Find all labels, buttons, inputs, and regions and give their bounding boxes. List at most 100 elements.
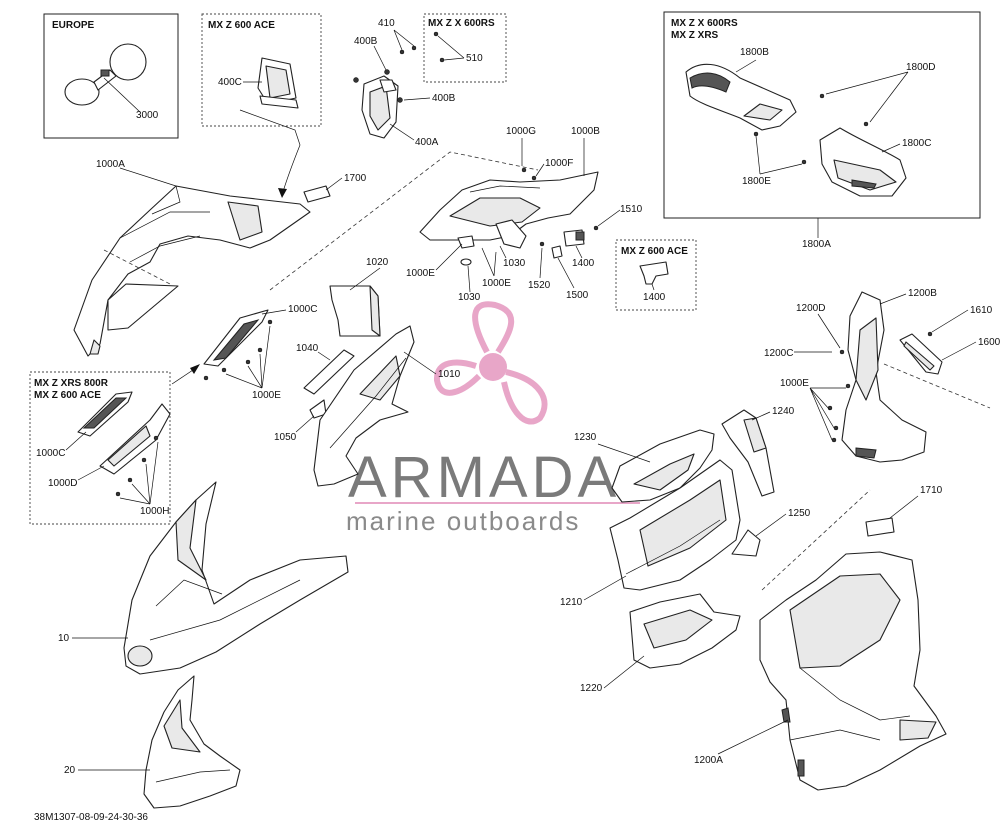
part-1000A-dash-panel (73, 185, 311, 357)
label-1800D: 1800D (906, 62, 935, 73)
label-1000A: 1000A (96, 159, 125, 170)
label-1000C-b: 1000C (36, 448, 65, 459)
label-1800A: 1800A (802, 239, 831, 250)
label-400B-a: 400B (354, 36, 378, 47)
part-1030-clip-a (460, 258, 472, 266)
label-1230: 1230 (574, 432, 597, 443)
label-1000H: 1000H (140, 506, 169, 517)
box-xrs800r-title-1: MX Z XRS 800R (34, 378, 109, 389)
label-400C: 400C (218, 77, 242, 88)
part-1200A-side-body (759, 551, 947, 791)
label-1500: 1500 (566, 290, 589, 301)
part-1500-clip (551, 245, 563, 259)
label-1400-a: 1400 (572, 258, 595, 269)
box-mxz600ace-right: MX Z 600 ACE 1400 (615, 239, 697, 311)
box-handguards-title-1: MX Z X 600RS (671, 18, 738, 29)
part-400C-bracket (257, 57, 299, 109)
box-mxz600ace-top-title: MX Z 600 ACE (208, 20, 275, 31)
label-1000E-mid: 1000E (406, 268, 435, 279)
label-1200B: 1200B (908, 288, 937, 299)
label-1020: 1020 (366, 257, 389, 268)
box-mzx600rs: MX Z X 600RS 510 (423, 13, 507, 83)
label-10: 10 (58, 633, 70, 644)
propeller-logo-icon (434, 301, 548, 425)
label-410: 410 (378, 18, 395, 29)
label-1000F: 1000F (545, 158, 573, 169)
part-1600-bracket (899, 333, 943, 375)
label-1000E-mid2: 1000E (482, 278, 511, 289)
label-1800B: 1800B (740, 47, 769, 58)
box-xrs800r: MX Z XRS 800R MX Z 600 ACE 1000C 1000D 1… (29, 371, 171, 525)
watermark-brand: ARMADA (348, 445, 620, 510)
box-handguards-title-2: MX Z XRS (671, 30, 719, 41)
arrow-400C (239, 109, 301, 196)
label-1000C-a: 1000C (288, 304, 317, 315)
part-1200B-support (841, 291, 927, 463)
label-20: 20 (64, 765, 76, 776)
label-3000: 3000 (136, 110, 159, 121)
box-mxz600ace-right-title: MX Z 600 ACE (621, 246, 688, 257)
part-1700-clip (303, 185, 331, 203)
label-1000E-right: 1000E (780, 378, 809, 389)
label-1200C: 1200C (764, 348, 793, 359)
part-1400-connector (563, 229, 585, 247)
label-1030-b: 1030 (503, 258, 526, 269)
label-1000B: 1000B (571, 126, 600, 137)
watermark-tagline: marine outboards (346, 506, 580, 536)
label-1000G: 1000G (506, 126, 536, 137)
label-1000E-left: 1000E (252, 390, 281, 401)
label-1210: 1210 (560, 597, 583, 608)
part-20-nose (143, 675, 241, 809)
box-handguards: MX Z X 600RS MX Z XRS 1800B 1800D 1800C … (663, 11, 981, 219)
label-400A: 400A (415, 137, 439, 148)
box-mxz600ace-top: MX Z 600 ACE 400C (201, 13, 322, 127)
label-1010: 1010 (438, 369, 461, 380)
part-1000C-vent (203, 309, 269, 367)
part-400A-bracket (361, 75, 399, 139)
part-1800B-handguard (685, 63, 797, 131)
label-1510: 1510 (620, 204, 643, 215)
label-1200D: 1200D (796, 303, 825, 314)
armada-watermark: ARMADA marine outboards (346, 301, 640, 536)
label-1030-a: 1030 (458, 292, 481, 303)
label-400B-b: 400B (432, 93, 456, 104)
label-1800E: 1800E (742, 176, 771, 187)
label-1400-b: 1400 (643, 292, 666, 303)
label-1220: 1220 (580, 683, 603, 694)
box-xrs800r-title-2: MX Z 600 ACE (34, 390, 101, 401)
part-1800C-handguard (819, 127, 907, 197)
part-1010-side-panel (313, 325, 415, 487)
label-1200A: 1200A (694, 755, 723, 766)
label-1520: 1520 (528, 280, 551, 291)
label-1040: 1040 (296, 343, 319, 354)
part-1250-cap (731, 529, 761, 557)
label-1700: 1700 (344, 173, 367, 184)
part-1230-panel (611, 429, 715, 503)
label-1050: 1050 (274, 432, 297, 443)
label-1250: 1250 (788, 508, 811, 519)
label-1000D: 1000D (48, 478, 77, 489)
part-1240-trim (721, 409, 775, 497)
part-1000B-console (419, 171, 599, 249)
label-510: 510 (466, 53, 483, 64)
box-europe-title: EUROPE (52, 20, 95, 31)
part-1020-panel (329, 285, 381, 337)
label-1610: 1610 (970, 305, 993, 316)
part-1400-connector-b (639, 261, 669, 285)
part-1710-clip (865, 517, 895, 537)
label-1240: 1240 (772, 406, 795, 417)
part-10-hood (123, 481, 349, 675)
label-1600: 1600 (978, 337, 1000, 348)
label-1710: 1710 (920, 485, 943, 496)
part-1220-lower-panel (629, 593, 741, 669)
part-1210-side-panel (609, 459, 741, 591)
box-europe: EUROPE 3000 (43, 13, 179, 139)
label-1800C: 1800C (902, 138, 931, 149)
part-1040-trim (303, 349, 355, 395)
part-1000C-vent-b (77, 391, 133, 437)
box-mzx600rs-title: MX Z X 600RS (428, 18, 495, 29)
part-1000D-bracket (99, 403, 171, 475)
part-3000-horn (64, 43, 147, 106)
diagram-id: 38M1307-08-09-24-30-36 (34, 812, 148, 823)
